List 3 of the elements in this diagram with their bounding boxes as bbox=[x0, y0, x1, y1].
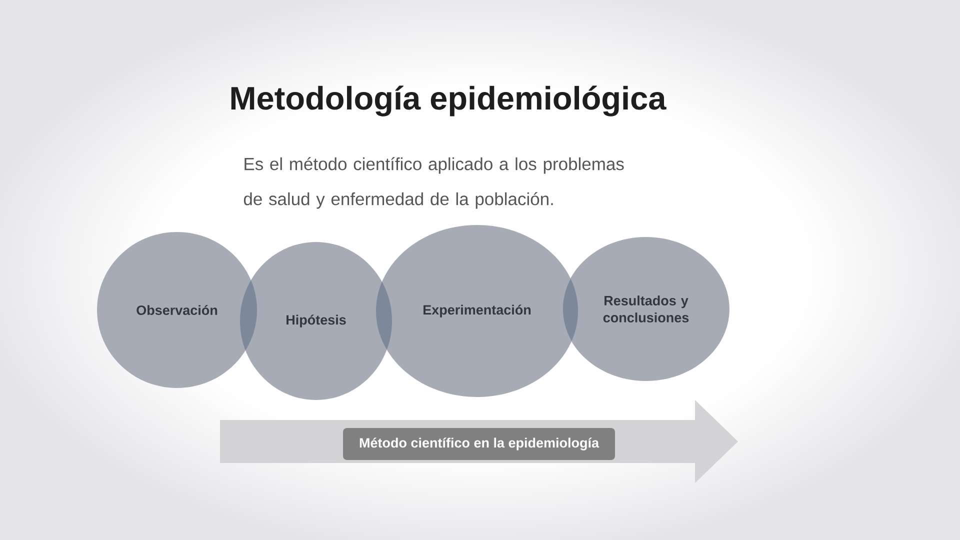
arrow-label: Método científico en la epidemiología bbox=[343, 428, 615, 460]
title: Metodología epidemiológica bbox=[231, 86, 666, 116]
description-text: Es el método científico aplicado a los problemas de salud y enfermedad de la población. bbox=[244, 157, 624, 209]
